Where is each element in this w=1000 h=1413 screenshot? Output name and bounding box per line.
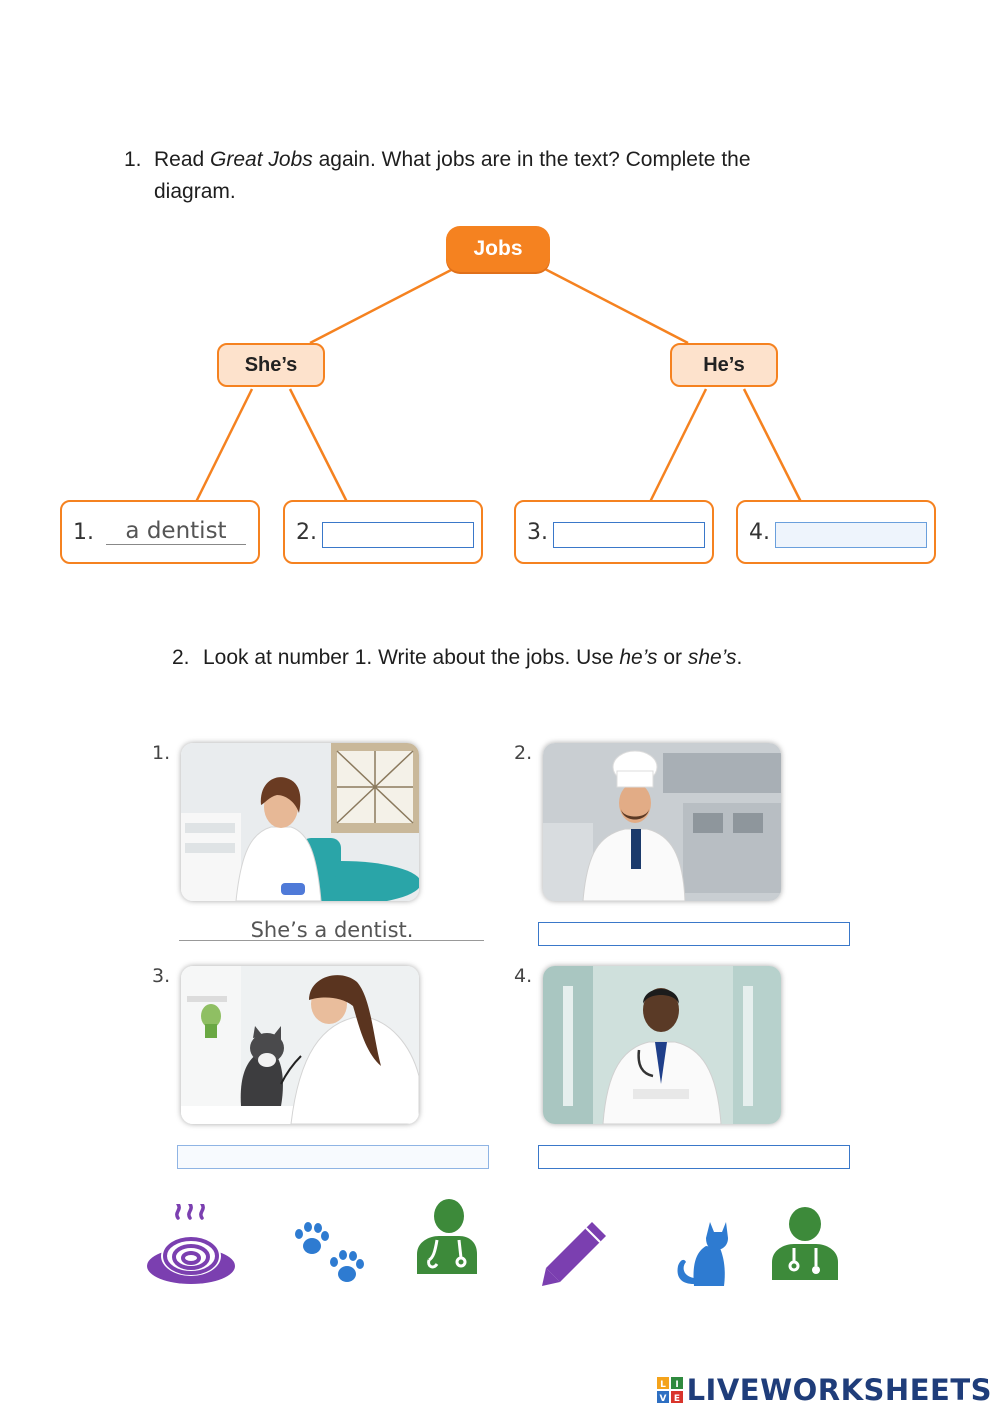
picture-1-number: 1. [152, 742, 171, 764]
logo-badge-letter-4: E [674, 1394, 680, 1403]
picture-3-sentence-input[interactable] [177, 1145, 489, 1169]
answer-underline [106, 544, 246, 545]
leaf-number: 4. [749, 520, 770, 545]
connector-root-right [542, 266, 689, 345]
logo-badge-letter-3: V [659, 1394, 666, 1403]
connector-left-leaf1 [194, 388, 254, 503]
photo-chef [543, 743, 781, 901]
leaf-4-answer-input[interactable] [775, 522, 927, 548]
picture-4-sentence-input[interactable] [538, 1145, 850, 1169]
exercise-1-number: 1. [124, 148, 142, 171]
exercise-1-title: Great Jobs [210, 148, 313, 171]
photo-doctor [543, 966, 781, 1124]
logo-badge-letter-2: I [675, 1380, 678, 1390]
exercise-2-text-b: or [657, 646, 688, 669]
liveworksheets-brand: LIVEWORKSHEETS [686, 1373, 992, 1407]
diagram-leaf-4: 4. [736, 500, 936, 564]
leaf-2-answer-input[interactable] [322, 522, 474, 548]
exercise-1-text-b: again. What jobs are in the text? Comple… [312, 148, 751, 171]
paw-prints-icon[interactable] [292, 1222, 366, 1288]
diagram-leaf-1: 1. a dentist [60, 500, 260, 564]
cat-icon[interactable] [674, 1218, 732, 1288]
leaf-number: 1. [73, 520, 94, 545]
exercise-2-hes: he’s [619, 646, 658, 669]
picture-3-number: 3. [152, 965, 171, 987]
picture-1-example-sentence: She’s a dentist. [250, 918, 414, 942]
exercise-1-instruction: 1. Read Great Jobs again. What jobs are i… [124, 144, 884, 208]
leaf-3-answer-input[interactable] [553, 522, 705, 548]
diagram-leaf-3: 3. [514, 500, 714, 564]
logo-badge-letter-1: L [660, 1380, 666, 1390]
diagram-root-jobs: Jobs [446, 226, 550, 272]
nurse-icon[interactable] [770, 1206, 840, 1280]
pencil-icon[interactable] [540, 1218, 610, 1288]
exercise-2-shes: she’s [687, 646, 737, 669]
diagram-node-shes: She’s [217, 343, 325, 387]
exercise-2-instruction: 2. Look at number 1. Write about the jobs… [172, 646, 742, 670]
exercise-2-text-c: . [736, 646, 743, 669]
photo-vet [181, 966, 419, 1124]
noodles-icon[interactable] [144, 1204, 238, 1288]
picture-2-number: 2. [514, 742, 533, 764]
sentence-underline [179, 940, 484, 941]
exercise-2-text-a: Look at number 1. Write about the jobs. … [203, 646, 620, 669]
connector-right-leaf4 [742, 388, 803, 503]
liveworksheets-logo-icon: L I V E [656, 1377, 683, 1403]
photo-dentist [181, 743, 419, 901]
diagram-leaf-2: 2. [283, 500, 483, 564]
diagram-node-hes: He’s [670, 343, 778, 387]
exercise-1-text-c: diagram. [154, 180, 236, 203]
exercise-2-number: 2. [172, 646, 190, 669]
diagram-connectors [194, 266, 803, 503]
connector-left-leaf2 [288, 388, 349, 503]
leaf-example-answer: a dentist [125, 518, 227, 544]
picture-2-sentence-input[interactable] [538, 922, 850, 946]
exercise-1-text-a: Read [154, 148, 211, 171]
picture-4-number: 4. [514, 965, 533, 987]
connector-right-leaf3 [648, 388, 708, 503]
doctor-icon[interactable] [415, 1198, 479, 1274]
leaf-number: 2. [296, 520, 317, 545]
leaf-number: 3. [527, 520, 548, 545]
liveworksheets-logo: L I V E LIVEWORKSHEETS [656, 1373, 992, 1407]
connector-root-left [309, 266, 456, 345]
